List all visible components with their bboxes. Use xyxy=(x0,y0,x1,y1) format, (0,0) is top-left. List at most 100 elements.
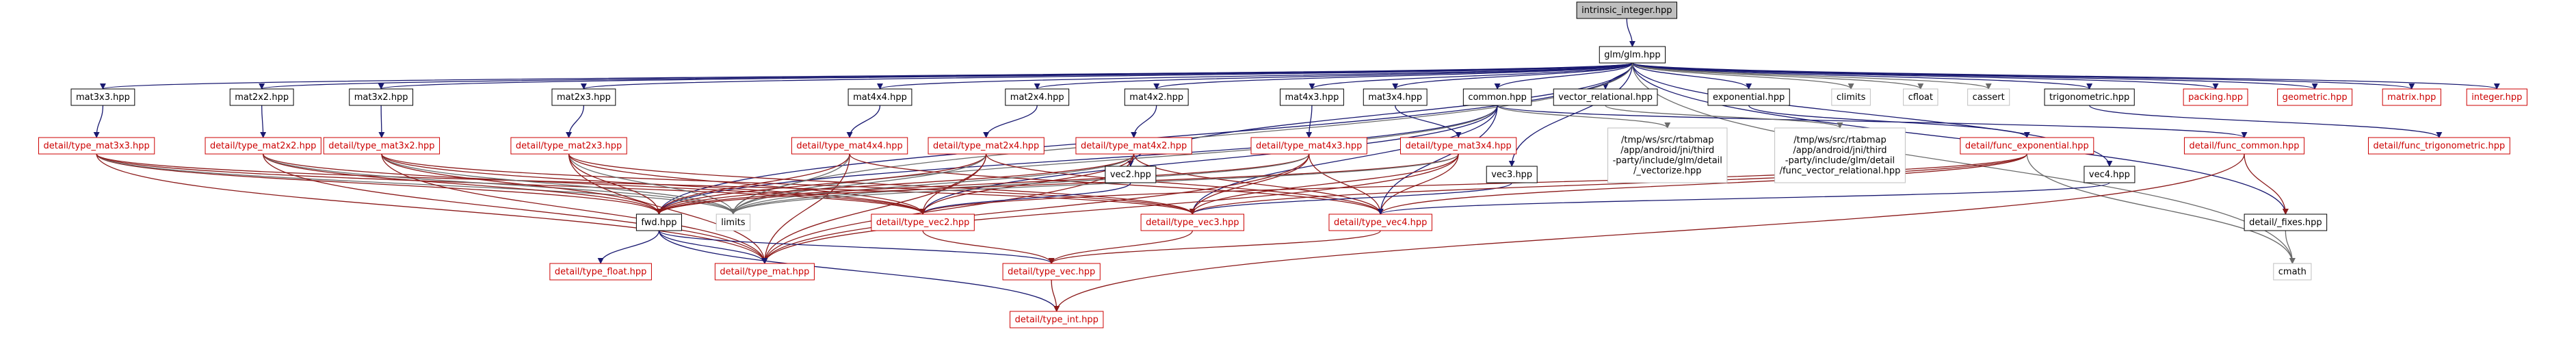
node-box-fixes xyxy=(2244,214,2328,231)
node-label-mat4x4: mat4x4.hpp xyxy=(853,92,907,103)
edge-glm-to-mat4x3 xyxy=(1309,62,1633,90)
node-box-mat3x3 xyxy=(70,88,135,106)
node-mat3x4[interactable]: mat3x4.hpp xyxy=(1363,88,1428,106)
node-type_int[interactable]: detail/type_int.hpp xyxy=(1010,311,1104,328)
node-glm[interactable]: glm/glm.hpp xyxy=(1599,46,1666,64)
node-mat2x3[interactable]: mat2x3.hpp xyxy=(551,88,616,106)
edge-type_mat4x4-to-limits xyxy=(730,153,850,215)
node-mat3x3[interactable]: mat3x3.hpp xyxy=(70,88,135,106)
edge-intrinsic_integer-to-glm xyxy=(1626,18,1635,47)
node-box-func_trigonometric xyxy=(2367,137,2510,155)
edge-glm-to-packing xyxy=(1631,62,2219,90)
edge-fwd-to-type_float xyxy=(597,230,660,264)
node-vec3[interactable]: vec3.hpp xyxy=(1486,166,1538,183)
edge-type_mat4x4-to-fwd xyxy=(655,153,850,215)
node-type_mat3x2[interactable]: detail/type_mat3x2.hpp xyxy=(323,137,441,155)
node-mat4x3[interactable]: mat4x3.hpp xyxy=(1280,88,1344,106)
node-func_exponential[interactable]: detail/func_exponential.hpp xyxy=(1960,137,2094,155)
node-box-integer xyxy=(2466,88,2527,106)
node-label-trigonometric: trigonometric.hpp xyxy=(2049,92,2129,103)
node-label-cmath: cmath xyxy=(2278,267,2306,277)
node-label-integer: integer.hpp xyxy=(2471,92,2522,103)
node-mat2x4[interactable]: mat2x4.hpp xyxy=(1005,88,1070,106)
node-type_mat[interactable]: detail/type_mat.hpp xyxy=(714,263,815,281)
node-common[interactable]: common.hpp xyxy=(1462,88,1532,106)
node-exponential[interactable]: exponential.hpp xyxy=(1707,88,1790,106)
edge-vec4-to-type_vec4 xyxy=(1378,182,2110,215)
node-label-type_vec3: detail/type_vec3.hpp xyxy=(1146,218,1239,228)
edge-glm-to-mat4x4 xyxy=(877,62,1633,90)
node-fwd[interactable]: fwd.hpp xyxy=(635,214,682,231)
node-vec4[interactable]: vec4.hpp xyxy=(2084,166,2135,183)
node-fixes[interactable]: detail/_fixes.hpp xyxy=(2244,214,2328,231)
edge-common-to-type_vec3 xyxy=(1189,105,1498,215)
node-label-intrinsic_integer: intrinsic_integer.hpp xyxy=(1581,5,1672,16)
node-func_trigonometric[interactable]: detail/func_trigonometric.hpp xyxy=(2367,137,2510,155)
node-box-vec4 xyxy=(2084,166,2135,183)
node-label-type_mat3x4: detail/type_mat3x4.hpp xyxy=(1405,141,1511,151)
node-vec2[interactable]: vec2.hpp xyxy=(1105,166,1157,183)
node-type_vec3[interactable]: detail/type_vec3.hpp xyxy=(1140,214,1245,231)
node-packing[interactable]: packing.hpp xyxy=(2183,88,2248,106)
node-label-vectorize: /app/android/jni/third xyxy=(1620,146,1714,156)
edge-glm-to-mat2x4 xyxy=(1034,62,1633,90)
node-box-vec2 xyxy=(1105,166,1157,183)
node-label-type_int: detail/type_int.hpp xyxy=(1015,315,1099,325)
node-type_mat2x2[interactable]: detail/type_mat2x2.hpp xyxy=(205,137,321,155)
node-matrix[interactable]: matrix.hpp xyxy=(2382,88,2441,106)
node-label-type_mat3x3: detail/type_mat3x3.hpp xyxy=(44,141,150,151)
node-type_float[interactable]: detail/type_float.hpp xyxy=(549,263,652,281)
node-func_vector_relational: /tmp/ws/src/rtabmap/app/android/jni/thir… xyxy=(1774,127,1906,183)
node-label-type_vec4: detail/type_vec4.hpp xyxy=(1334,218,1427,228)
node-mat4x4[interactable]: mat4x4.hpp xyxy=(847,88,912,106)
node-type_vec4[interactable]: detail/type_vec4.hpp xyxy=(1328,214,1432,231)
node-label-vec2: vec2.hpp xyxy=(1110,170,1151,180)
node-type_mat2x4[interactable]: detail/type_mat2x4.hpp xyxy=(928,137,1044,155)
node-intrinsic_integer[interactable]: intrinsic_integer.hpp xyxy=(1576,1,1677,19)
node-box-type_mat3x2 xyxy=(323,137,441,155)
edge-type_mat3x3-to-fwd xyxy=(96,153,662,215)
edge-mat4x3-to-type_mat4x3 xyxy=(1306,105,1313,138)
node-type_mat3x4[interactable]: detail/type_mat3x4.hpp xyxy=(1399,137,1517,155)
node-integer[interactable]: integer.hpp xyxy=(2466,88,2527,106)
edge-type_mat3x4-to-type_vec3 xyxy=(1189,153,1459,215)
node-box-type_mat2x3 xyxy=(510,137,627,155)
node-vector_relational[interactable]: vector_relational.hpp xyxy=(1553,88,1658,106)
node-box-geometric xyxy=(2277,88,2353,106)
node-box-type_mat2x2 xyxy=(205,137,321,155)
edge-type_mat2x4-to-limits xyxy=(730,153,987,215)
node-box-type_vec2 xyxy=(871,214,975,231)
node-label-cfloat: cfloat xyxy=(1908,92,1933,103)
node-geometric[interactable]: geometric.hpp xyxy=(2277,88,2353,106)
node-box-mat4x4 xyxy=(847,88,912,106)
node-type_vec2[interactable]: detail/type_vec2.hpp xyxy=(871,214,975,231)
node-label-func_vector_relational: -party/include/glm/detail xyxy=(1785,156,1895,166)
node-cmath: cmath xyxy=(2273,263,2312,281)
node-type_vec[interactable]: detail/type_vec.hpp xyxy=(1002,263,1101,281)
edge-type_mat3x3-to-type_vec2 xyxy=(96,153,926,215)
node-type_mat4x4[interactable]: detail/type_mat4x4.hpp xyxy=(791,137,908,155)
node-label-packing: packing.hpp xyxy=(2188,92,2243,103)
node-mat2x2[interactable]: mat2x2.hpp xyxy=(229,88,294,106)
node-func_common[interactable]: detail/func_common.hpp xyxy=(2183,137,2305,155)
node-mat3x2[interactable]: mat3x2.hpp xyxy=(349,88,414,106)
node-trigonometric[interactable]: trigonometric.hpp xyxy=(2044,88,2135,106)
edge-type_vec-to-type_int xyxy=(1051,279,1060,312)
edge-glm-to-common xyxy=(1494,62,1633,90)
edge-glm-to-cfloat xyxy=(1631,62,1924,90)
node-box-exponential xyxy=(1707,88,1790,106)
edge-type_mat4x3-to-fwd xyxy=(656,153,1310,215)
edge-vector_relational-to-func_vector_relational xyxy=(1605,105,1843,129)
node-type_mat4x2[interactable]: detail/type_mat4x2.hpp xyxy=(1075,137,1192,155)
edge-mat3x4-to-type_mat3x4 xyxy=(1395,105,1462,138)
node-vectorize: /tmp/ws/src/rtabmap/app/android/jni/thir… xyxy=(1607,127,1728,183)
node-type_mat2x3[interactable]: detail/type_mat2x3.hpp xyxy=(510,137,627,155)
node-label-mat2x2: mat2x2.hpp xyxy=(235,92,289,103)
node-box-climits xyxy=(1831,88,1871,106)
edge-mat2x3-to-type_mat2x3 xyxy=(566,105,585,138)
node-mat4x2[interactable]: mat4x2.hpp xyxy=(1124,88,1189,106)
node-type_mat4x3[interactable]: detail/type_mat4x3.hpp xyxy=(1250,137,1367,155)
node-type_mat3x3[interactable]: detail/type_mat3x3.hpp xyxy=(38,137,155,155)
edge-func_exponential-to-cmath xyxy=(2026,153,2296,264)
node-label-type_float: detail/type_float.hpp xyxy=(555,267,647,277)
